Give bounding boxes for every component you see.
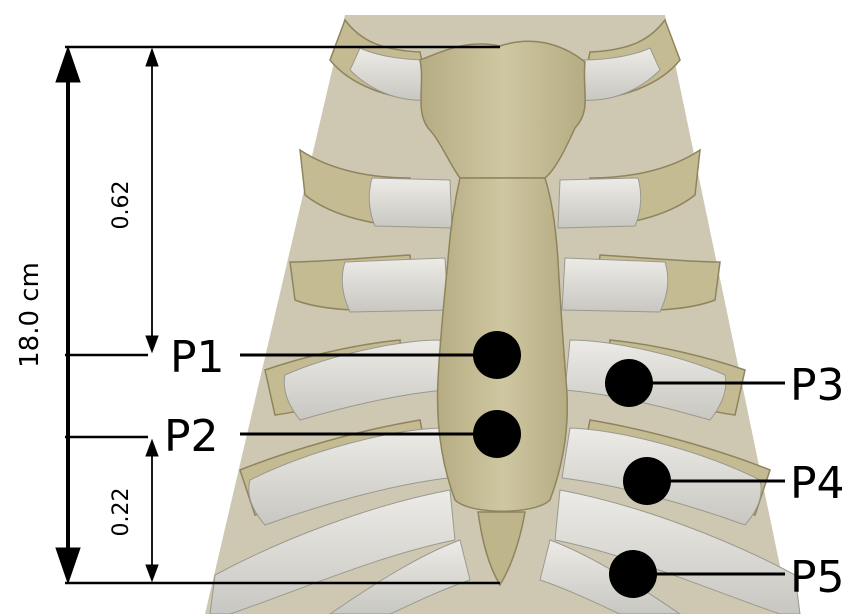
p3-marker	[605, 359, 653, 407]
p1-label: P1	[170, 332, 225, 383]
p5-marker	[609, 550, 657, 598]
p4-marker	[623, 457, 671, 505]
upper-arrow-head-top	[146, 49, 158, 66]
p5-label: P5	[790, 552, 845, 603]
upper-ratio-label: 0.62	[109, 181, 134, 230]
upper-arrow-head-bottom	[146, 336, 158, 352]
lower-arrow-head-bottom	[146, 565, 158, 581]
p1-marker	[473, 331, 521, 379]
p4-label: P4	[790, 458, 845, 509]
total-arrow-head-bottom	[56, 548, 80, 583]
p2-label: P2	[164, 411, 219, 462]
p2-marker	[473, 410, 521, 458]
lower-arrow-head-top	[146, 440, 158, 456]
p3-label: P3	[790, 360, 845, 411]
lower-ratio-label: 0.22	[109, 488, 134, 537]
total-length-label: 18.0 cm	[15, 262, 45, 368]
total-arrow-head-top	[56, 47, 80, 82]
